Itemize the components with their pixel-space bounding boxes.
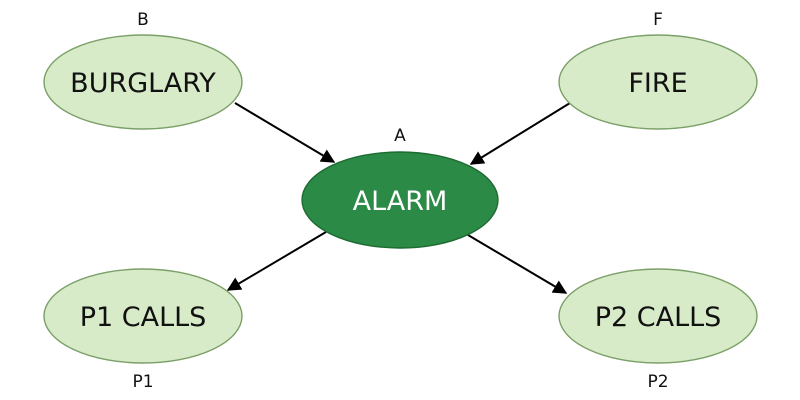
edge-burglary-alarm <box>234 102 336 163</box>
node-p1-calls-tag: P1 <box>132 372 153 392</box>
node-alarm-tag: A <box>394 126 406 146</box>
node-p2-calls: P2 CALLS P2 <box>558 268 758 392</box>
edge-fire-alarm <box>469 102 571 165</box>
node-alarm-label: ALARM <box>353 186 448 217</box>
node-burglary-tag: B <box>137 10 149 30</box>
node-p2-calls-label: P2 CALLS <box>595 302 722 333</box>
node-p1-calls-shape <box>43 268 243 364</box>
node-fire-tag: F <box>653 10 663 30</box>
node-fire-shape <box>558 34 758 130</box>
node-burglary-label: BURGLARY <box>70 68 216 99</box>
node-burglary: BURGLARY B <box>43 10 243 130</box>
node-alarm-shape <box>301 151 499 249</box>
node-p1-calls-label: P1 CALLS <box>80 302 207 333</box>
node-fire: FIRE F <box>558 10 758 130</box>
node-p2-calls-shape <box>558 268 758 364</box>
node-alarm: ALARM A <box>301 126 499 249</box>
node-burglary-shape <box>43 34 243 130</box>
edge-alarm-p2 <box>467 234 568 294</box>
node-fire-label: FIRE <box>628 68 687 99</box>
node-p2-calls-tag: P2 <box>647 372 668 392</box>
edge-alarm-p1 <box>226 231 327 291</box>
edges <box>226 102 571 294</box>
node-p1-calls: P1 CALLS P1 <box>43 268 243 392</box>
